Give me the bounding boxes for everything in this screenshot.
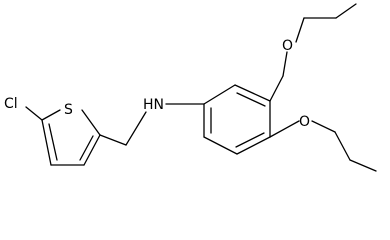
oxygen-bottom-label: O: [299, 114, 310, 130]
bond-c4-c5: [41, 119, 52, 166]
bond-o-bottom-ch2: [311, 120, 336, 133]
bond-ethyl-bottom: [334, 131, 351, 161]
sulfur-label: S: [64, 102, 73, 118]
amine-label: HN: [143, 97, 164, 113]
bond-cl-c5: [25, 106, 43, 121]
structure-canvas: Cl S HN O O: [4, 3, 377, 172]
bond-c4-o-bottom: [269, 120, 300, 138]
bond-c3-o-top: [269, 75, 284, 102]
oxygen-top-label: O: [282, 38, 293, 54]
bond-c5-s: [41, 109, 61, 121]
bond-c2-c3-benz: [234, 84, 271, 102]
bond-o-top-ch2-link: [282, 51, 288, 77]
bond-c4-c5-benz: [236, 136, 271, 155]
bond-c5-c6-benz: [203, 136, 238, 155]
bond-c1-c2: [203, 84, 236, 105]
bond-ch2-n: [125, 111, 147, 146]
bond-c2-c3: [83, 134, 101, 166]
chlorine-label: Cl: [4, 96, 18, 112]
bond-c2-c3-benz-inner: [236, 92, 266, 107]
bond-ethyl-top-end: [335, 3, 357, 19]
bond-ethyl-bottom-end: [349, 159, 377, 172]
molecule-drawing: Cl S HN O O: [4, 3, 377, 172]
bond-c4-c5-inner: [48, 123, 58, 161]
bond-o-top-ch2: [295, 17, 305, 43]
bond-c2-c3-inner: [79, 135, 94, 161]
bond-c2-ch2: [99, 134, 127, 146]
bond-c4-c5-benz-inner: [235, 132, 265, 148]
bond-s-c2: [81, 109, 101, 136]
